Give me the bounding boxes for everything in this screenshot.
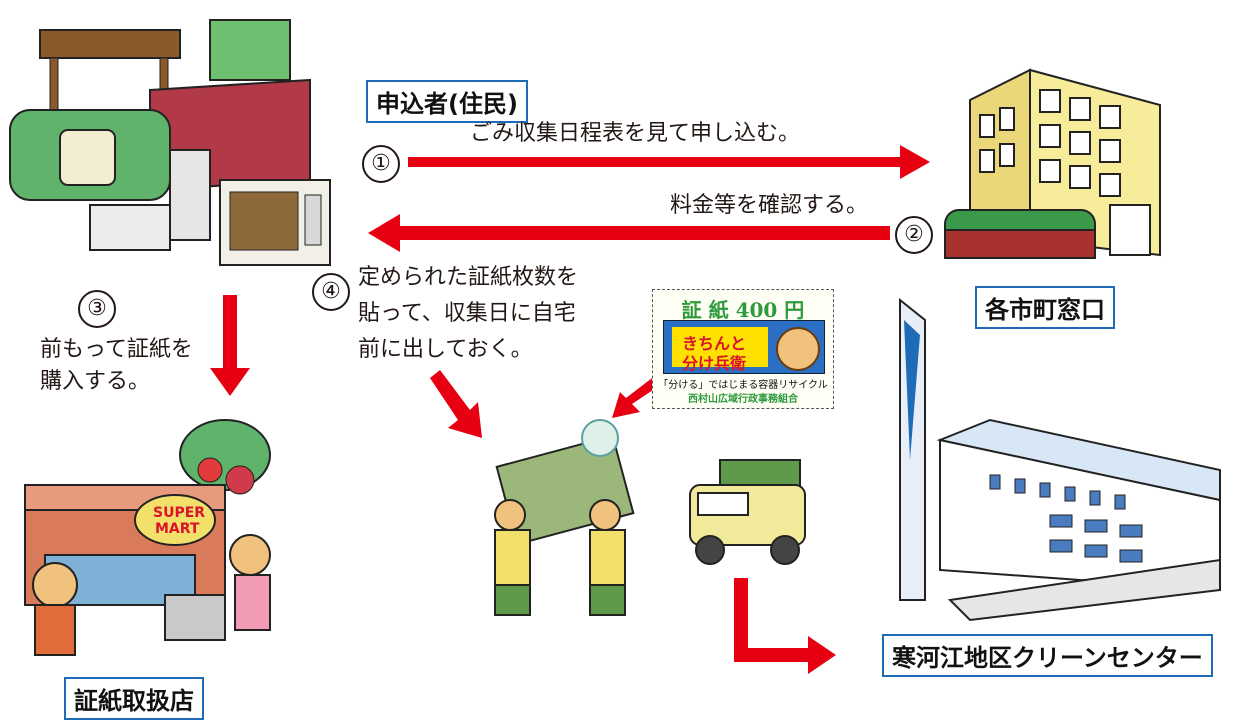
step2-number: ②	[895, 216, 933, 254]
stamp-title: 証 紙 400 円	[681, 298, 805, 322]
stamp-sub2: 西村山広域行政事務組合	[688, 394, 798, 405]
label-city-office: 各市町窓口	[975, 286, 1115, 329]
step2-text: 料金等を確認する。	[670, 193, 869, 218]
garbage-truck-illustration	[689, 459, 806, 565]
step3-text-line1: 前もって証紙を	[40, 337, 193, 362]
step3-text-line2: 購入する。	[40, 369, 151, 394]
arrow-step1-right	[408, 145, 930, 179]
clean-center-facility	[899, 297, 1221, 622]
step4-text-line3: 前に出しておく。	[358, 337, 533, 362]
label-applicant: 申込者(住民)	[366, 80, 528, 123]
supermarket-illustration: SUPER MART	[24, 419, 271, 656]
store-sign-line1: SUPER	[153, 505, 205, 521]
step4-text-line1: 定められた証紙枚数を	[358, 265, 579, 290]
stamp-yellow-panel: きちんと 分け兵衛	[672, 327, 768, 373]
step4-text-line2: 貼って、収集日に自宅	[358, 301, 576, 326]
step4-number: ④	[312, 273, 350, 311]
garbage-stamp-400yen: 証 紙 400 円 きちんと 分け兵衛 「分ける」ではじまる容器リサイクル 西村…	[652, 289, 834, 409]
stamp-mascot-panel: きちんと 分け兵衛	[663, 320, 825, 374]
mascot-face-icon	[776, 327, 820, 371]
workers-carrying-illustration	[494, 419, 635, 616]
arrow-step4-diagonal	[430, 370, 482, 438]
label-clean-center: 寒河江地区クリーンセンター	[882, 634, 1213, 677]
arrow-step2-left	[368, 214, 890, 252]
step1-text: ごみ収集日程表を見て申し込む。	[470, 121, 801, 146]
step1-number: ①	[362, 145, 400, 183]
store-sign-line2: MART	[155, 521, 200, 537]
label-stamp-shop: 証紙取扱店	[64, 677, 204, 720]
bulky-waste-illustration	[9, 19, 331, 266]
stamp-line2: 分け兵衛	[682, 354, 747, 373]
arrow-step3-down	[210, 295, 250, 396]
city-office-building	[944, 68, 1161, 259]
arrow-truck-to-center	[734, 578, 836, 674]
stamp-line1: きちんと	[682, 334, 747, 353]
stamp-sub1: 「分ける」ではじまる容器リサイクル	[658, 380, 828, 391]
step3-number: ③	[78, 290, 116, 328]
